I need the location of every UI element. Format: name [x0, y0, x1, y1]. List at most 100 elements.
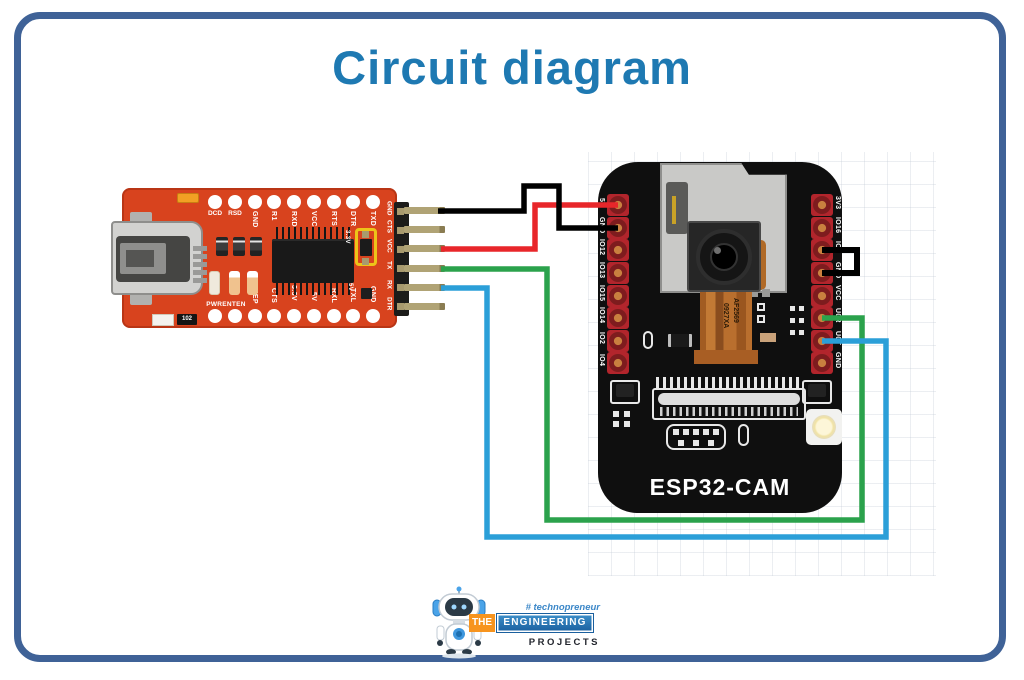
pad-label: RXD: [290, 211, 297, 227]
transistor-right: [802, 380, 832, 404]
ftdi-pad: [208, 309, 222, 323]
pad-label: DTR: [349, 211, 356, 227]
header-stub: [397, 265, 404, 272]
header-stub: [397, 227, 404, 234]
ic-pin: [300, 283, 302, 295]
power-led: [177, 193, 199, 203]
ic-pin: [312, 283, 314, 295]
jumper-label-3v3: 3.3V: [344, 230, 350, 244]
header-label: CTS: [385, 220, 393, 233]
esp32-pad-io16: [811, 217, 833, 239]
ftdi-pad-rxd: [287, 195, 301, 209]
jumper-pads: [613, 411, 619, 417]
camera-lens-inner: [710, 243, 738, 271]
ftdi-pad-txd: [366, 195, 380, 209]
esp32-pin-label: GND: [598, 217, 605, 234]
smd-part: [760, 333, 776, 342]
pad-label: TXD: [369, 211, 376, 227]
test-pad: [757, 303, 765, 311]
pad-label: VCC: [310, 211, 317, 227]
transistor-body: [808, 384, 826, 397]
header-stub: [397, 284, 404, 291]
esp32-pin-label: IO15: [598, 285, 605, 302]
ic-pin: [336, 283, 338, 295]
fpc-connector: [652, 388, 806, 420]
header-label: VCC: [385, 239, 393, 253]
capacitor: [247, 271, 258, 295]
ftdi-pad-rts: [327, 195, 341, 209]
wire-io0-gnd-jumper: [822, 247, 860, 276]
capacitor: [229, 271, 240, 295]
ic-pin: [348, 283, 350, 295]
header-pin-cts: [404, 226, 445, 233]
esp32-pin-label: IO4: [598, 354, 605, 367]
esp32-pad-3v3: [811, 194, 833, 216]
jumper-label-5v: 5V: [347, 283, 353, 292]
pad-label: CTS: [270, 288, 277, 304]
pad-label: TXL: [349, 288, 356, 303]
esp32-pin-label: 3V3: [834, 196, 841, 210]
header-label: RX: [385, 280, 393, 290]
esp32-pin-label: IO14: [598, 307, 605, 324]
ftdi-pad-rxl: [327, 309, 341, 323]
ic-pin: [324, 283, 326, 295]
header-pin-dtr: [404, 303, 445, 310]
esp32-pad-io12: [607, 239, 629, 261]
ftdi-pad-3v3: [287, 309, 301, 323]
ic-pin: [282, 227, 284, 239]
header-pin-rx: [404, 284, 445, 291]
ftdi-pad-cts: [267, 309, 281, 323]
ic-pin: [276, 283, 278, 295]
pad-label: 3.3V: [290, 285, 297, 301]
ic-pin: [330, 283, 332, 295]
resistor: [250, 237, 262, 256]
header-pin-tx: [404, 265, 445, 272]
esp32-pad-io2: [607, 330, 629, 352]
jumper-shunt: [360, 239, 372, 256]
sd-slot-pin: [672, 196, 676, 224]
wire-vcc-5v: [441, 202, 618, 252]
ftdi-pad-gnd: [248, 195, 262, 209]
smd-chip: [361, 288, 372, 299]
esp32-pin-label: IO2: [598, 332, 605, 345]
ftdi-pad-vcc: [307, 195, 321, 209]
flex-cable-end: [694, 350, 758, 364]
usb-pin: [193, 246, 207, 251]
esp32-pad-io13: [607, 262, 629, 284]
esp32-pad-vcc: [811, 285, 833, 307]
ic-pin: [276, 227, 278, 239]
transistor-left: [610, 380, 640, 404]
ic-pin: [294, 283, 296, 295]
usb-pin: [193, 278, 207, 283]
pad-label: GND: [251, 211, 258, 228]
logo-word-the: THE: [469, 614, 495, 632]
esp32-pin-label: VCC: [834, 285, 841, 301]
ftdi-pad-dcd: [208, 195, 222, 209]
ic-pin: [348, 227, 350, 239]
header-label: DTR: [385, 297, 393, 311]
header-label: TX: [385, 261, 393, 270]
ic-pin: [330, 227, 332, 239]
ftdi-pad-rsd: [228, 195, 242, 209]
ic-pin: [294, 227, 296, 239]
header-pin-vcc: [404, 245, 445, 252]
ic-pin: [288, 227, 290, 239]
ftdi-pad-ri: [267, 195, 281, 209]
sd-tooth: [762, 289, 770, 297]
ic-pin: [336, 227, 338, 239]
esp32-pin-label: IO12: [598, 239, 605, 256]
smd-capacitor: [738, 424, 749, 446]
wire-rx-u0t: [441, 285, 889, 540]
fpc-slot: [658, 393, 800, 405]
esp32-pin-label: IO16: [834, 217, 841, 234]
jumper-pin: [362, 258, 369, 265]
esp32-pin-label: GND: [834, 352, 841, 369]
pad-label: RTS: [330, 211, 337, 227]
usb-mount-tab: [130, 293, 152, 305]
resistor-102: 102: [177, 314, 197, 325]
esp32-pad-io4: [607, 352, 629, 374]
sd-tooth: [750, 289, 758, 297]
pad-label: RXL: [330, 288, 337, 304]
